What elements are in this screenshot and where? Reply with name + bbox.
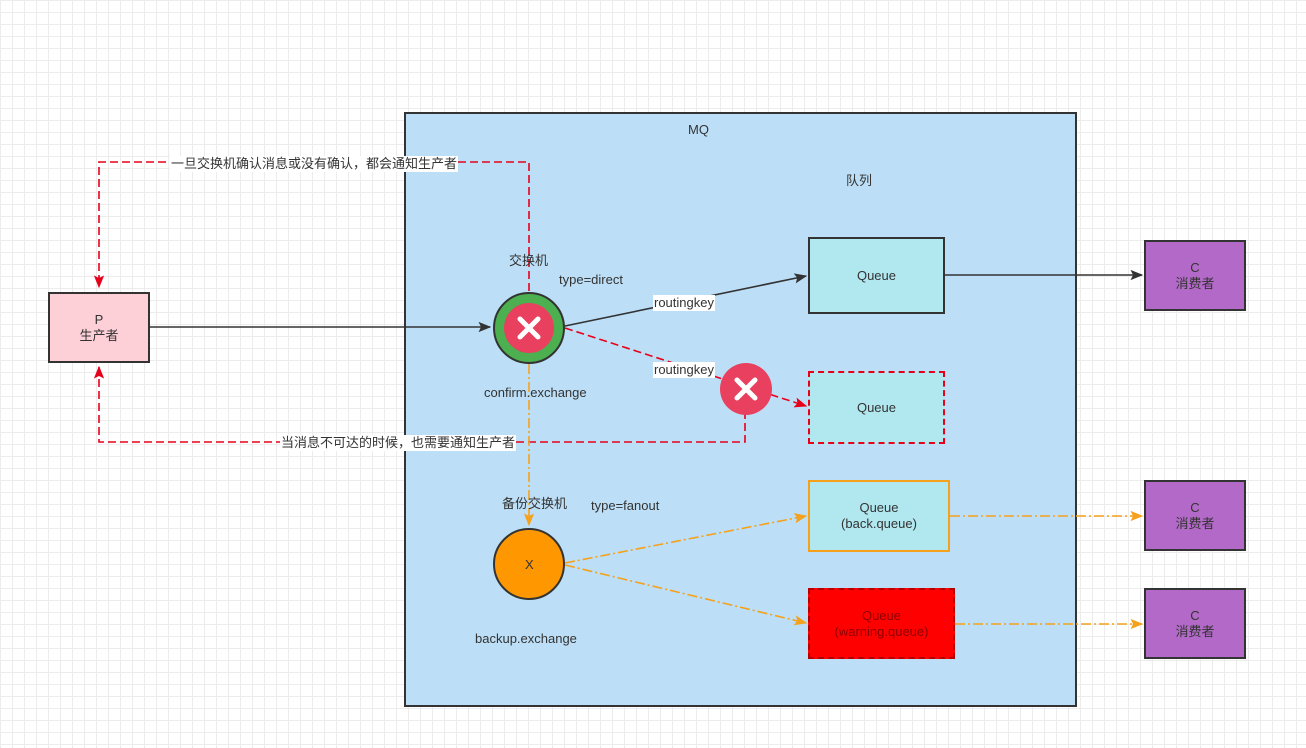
consumer-letter: C: [1190, 259, 1200, 275]
consumer-letter: C: [1190, 499, 1200, 515]
warning-queue-node: Queue (warning.queue): [808, 588, 955, 659]
backup-exchange-symbol: X: [525, 557, 534, 572]
backup-exchange-title: 备份交换机: [502, 496, 568, 511]
queue-sublabel: (warning.queue): [834, 623, 929, 639]
mq-title: MQ: [688, 122, 709, 137]
queue-label: Queue: [856, 399, 897, 415]
confirm-exchange-title: 交换机: [509, 253, 549, 268]
producer-node: P 生产者: [48, 292, 150, 363]
producer-letter: P: [94, 311, 104, 327]
backup-to-warningqueue-edge: [564, 564, 808, 626]
queue-node: Queue: [808, 237, 945, 314]
unroutable-notice-label: 当消息不可达的时候，也需要通知生产者: [280, 435, 517, 451]
queue-sublabel: (back.queue): [841, 516, 917, 531]
x-circle-icon: [720, 363, 772, 415]
confirm-callback-edge: [93, 161, 530, 291]
consumer-node: C 消费者: [1144, 588, 1246, 659]
producer-label: 生产者: [79, 327, 119, 343]
confirm-notice-label: 一旦交换机确认消息或没有确认，都会通知生产者: [170, 156, 459, 172]
return-callback-edge: [93, 365, 746, 443]
consumer-node: C 消费者: [1144, 480, 1246, 551]
queue-label: Queue: [856, 267, 897, 283]
backup-exchange-name: backup.exchange: [475, 631, 577, 646]
confirm-exchange-name: confirm.exchange: [484, 385, 587, 400]
queue-section-label: 队列: [846, 173, 873, 188]
x-circle-icon: [504, 303, 554, 353]
queue-label: Queue: [861, 607, 902, 623]
consumer-label: 消费者: [1175, 623, 1215, 639]
routingkey-fail-label: routingkey: [653, 362, 715, 378]
confirm-exchange-type: type=direct: [559, 272, 623, 287]
back-queue-node: Queue (back.queue): [808, 480, 950, 552]
backup-exchange-type: type=fanout: [591, 498, 660, 513]
consumer-label: 消费者: [1175, 275, 1215, 291]
consumer-node: C 消费者: [1144, 240, 1246, 311]
routingkey-label: routingkey: [653, 295, 715, 311]
queue-label: Queue: [859, 500, 899, 515]
consumer-label: 消费者: [1175, 515, 1215, 531]
backup-to-backqueue-edge: [564, 513, 808, 564]
consumer-letter: C: [1190, 607, 1200, 623]
unroutable-queue-node: Queue: [808, 371, 945, 444]
backup-exchange-node: [493, 528, 565, 600]
